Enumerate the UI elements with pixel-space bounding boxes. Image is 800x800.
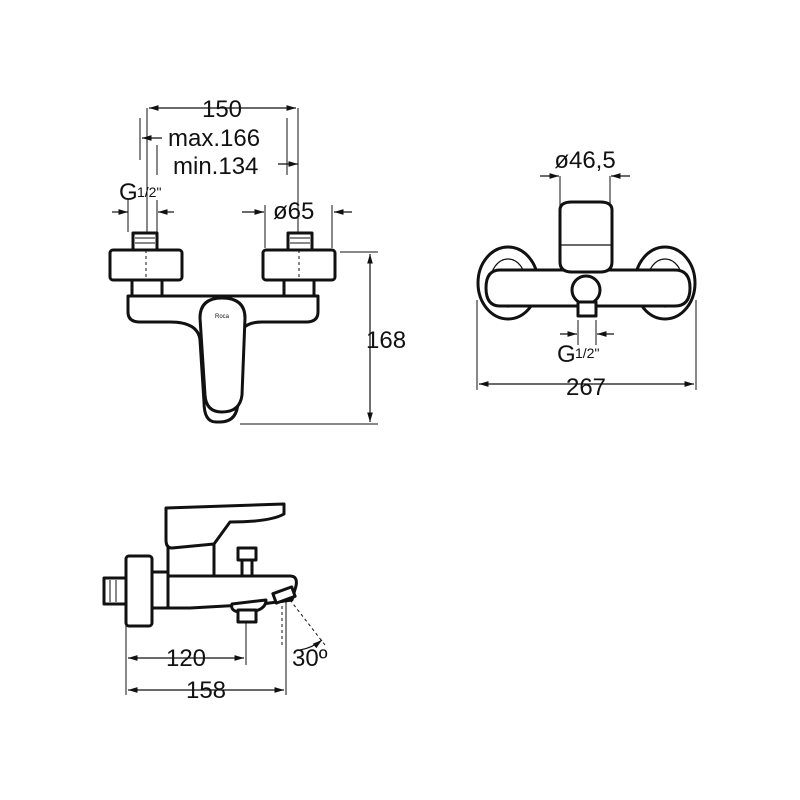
angle-line: [289, 599, 326, 646]
dim-cartridge-label: ø46,5: [554, 147, 615, 174]
dim-thread-fraction-label: 1/2": [575, 345, 599, 361]
top-view: ø46,5 G 1/2" 267: [476, 147, 697, 401]
brand-logo: Roca: [215, 314, 230, 320]
dim-arc-angle: [299, 639, 323, 651]
dim-height-label: 168: [366, 327, 406, 354]
dim-min-label: min.134: [173, 153, 258, 180]
dim-width-label: 150: [202, 96, 242, 123]
dim-thread-fraction-label: 1/2": [137, 184, 161, 200]
dim-thread-label: G: [119, 179, 138, 206]
dim-flange-label: ø65: [273, 198, 314, 225]
front-view: 150 max.166 min.134 G 1/2" ø65 168 Roca: [108, 96, 406, 425]
side-lever: [164, 502, 286, 550]
lever-handle: [198, 296, 247, 414]
dim-thread-label: G: [557, 341, 576, 368]
side-view: 120 158 30º: [102, 502, 328, 704]
dim-width-label: 267: [566, 374, 606, 401]
dim-angle-label: 30º: [292, 645, 328, 672]
dim-max-label: max.166: [168, 125, 260, 152]
dim-outlet-label: 120: [166, 645, 206, 672]
dim-depth-label: 158: [186, 677, 226, 704]
cartridge-top: [558, 200, 614, 274]
